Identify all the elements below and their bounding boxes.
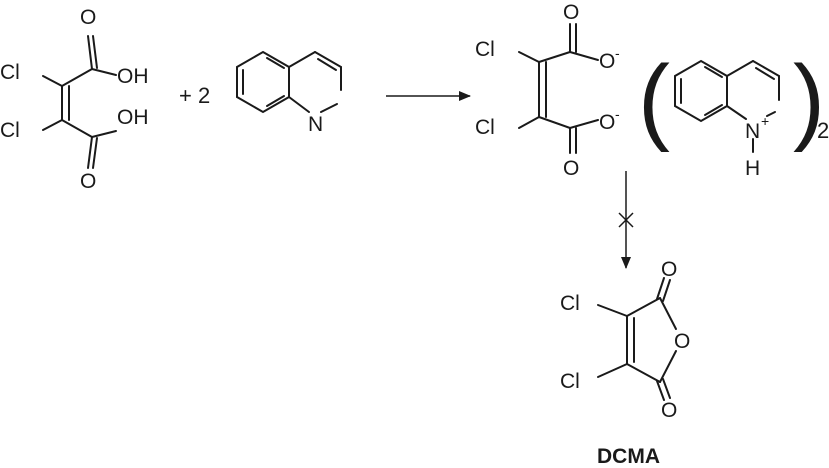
- paren-close: ): [793, 46, 825, 153]
- dcma-cl-bottom: Cl: [560, 370, 580, 393]
- dcma-o-top: O: [661, 258, 677, 281]
- paren-open: (: [638, 46, 670, 153]
- quinoline-n: N: [308, 113, 323, 136]
- acid-oh-bottom: OH: [117, 106, 149, 129]
- acid-cl-bottom: Cl: [0, 119, 20, 142]
- dcma-label: DCMA: [597, 445, 660, 468]
- blocked-reaction-arrow: [618, 171, 634, 269]
- quinoline: N: [236, 50, 342, 136]
- quinolinium-h: H: [745, 157, 760, 180]
- salt-cl-top: Cl: [475, 38, 495, 61]
- charge-minus-bottom: -: [615, 106, 620, 122]
- acid-o-top: O: [80, 6, 96, 29]
- salt-o-minus-bottom: O: [599, 111, 615, 134]
- acid-oh-top: OH: [117, 65, 149, 88]
- quinolinium-n: N: [745, 120, 760, 143]
- charge-minus-top: -: [615, 45, 620, 61]
- salt-o-minus-top: O: [599, 50, 615, 73]
- dcma-o-ring: O: [674, 330, 690, 353]
- salt-cl-bottom: Cl: [475, 116, 495, 139]
- charge-plus: +: [761, 113, 769, 129]
- quinolinium-salt: Cl Cl O O - O - O ( ) 2 N + H: [475, 1, 829, 180]
- quinolinium-count: 2: [817, 118, 829, 143]
- dichloromaleic-acid: Cl Cl O OH OH O: [0, 6, 149, 193]
- acid-o-bottom: O: [80, 170, 96, 193]
- plus-coefficient: + 2: [179, 83, 210, 108]
- salt-o-bottom: O: [563, 157, 579, 180]
- acid-cl-top: Cl: [0, 61, 20, 84]
- dcma-cl-top: Cl: [560, 292, 580, 315]
- salt-o-top: O: [563, 1, 579, 24]
- dcma-molecule: Cl Cl O O O: [560, 258, 690, 422]
- dcma-o-bottom: O: [661, 399, 677, 422]
